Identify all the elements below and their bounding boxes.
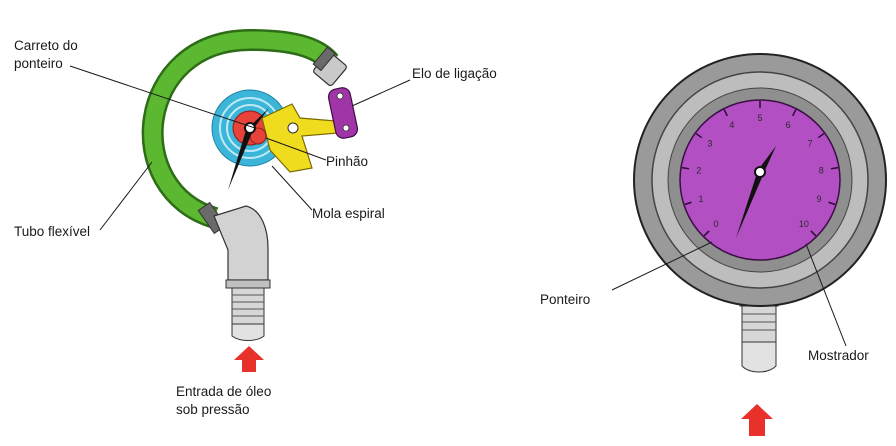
dial-tick — [792, 109, 797, 117]
leader-elo — [351, 79, 411, 107]
dial-tick — [681, 166, 690, 170]
label-tubo: Tubo flexível — [14, 224, 90, 239]
dial-tick — [828, 201, 836, 206]
dial-tick — [830, 166, 839, 170]
dial-number: 4 — [729, 120, 734, 130]
dial-number: 10 — [799, 219, 809, 229]
label-pinhao: Pinhão — [326, 154, 368, 169]
dial-number: 6 — [786, 120, 791, 130]
label-entrada-line2: sob pressão — [176, 402, 250, 417]
dial-tick — [723, 109, 728, 117]
toothed-sector — [261, 103, 351, 173]
dial-tick — [817, 132, 825, 139]
dial-number: 8 — [819, 165, 824, 175]
dial-ticks — [681, 101, 839, 237]
gauge-mechanism — [141, 28, 359, 372]
flexible-tube-fill — [144, 31, 337, 227]
leader-pinhao — [265, 137, 327, 161]
dial-tick — [684, 201, 692, 206]
dial-pointer-hub — [754, 166, 766, 178]
connecting-link — [327, 87, 359, 139]
dial-number: 7 — [808, 139, 813, 149]
leader-ponteiro — [611, 241, 713, 291]
dial-tick — [810, 230, 817, 237]
dial-number: 9 — [816, 194, 821, 204]
gauge-inlet-arrow — [741, 404, 773, 436]
dial-number: 0 — [714, 219, 719, 229]
dial-tick — [695, 132, 703, 139]
dial-number: 5 — [757, 113, 762, 123]
leader-carreto — [69, 65, 256, 129]
socket-connector — [197, 201, 271, 341]
label-mola: Mola espiral — [312, 206, 385, 221]
dial-tick — [703, 230, 710, 237]
label-carreto-line1: Carreto do — [14, 38, 78, 53]
sector-pivot — [287, 122, 299, 134]
dial-numbers: 0 1 2 3 4 5 6 7 8 9 10 — [696, 113, 823, 229]
dial-number: 2 — [696, 165, 701, 175]
leader-mostrador — [805, 243, 847, 347]
label-entrada-line1: Entrada de óleo — [176, 384, 271, 399]
label-mostrador: Mostrador — [808, 348, 869, 363]
leader-mola — [271, 165, 313, 211]
assembled-gauge: 0 1 2 3 4 5 6 7 8 9 10 — [633, 53, 887, 436]
inlet-arrow — [234, 346, 264, 372]
label-ponteiro: Ponteiro — [540, 292, 590, 307]
dial-number: 3 — [707, 139, 712, 149]
leader-tubo — [99, 161, 153, 231]
tube-end-cap — [312, 46, 347, 87]
dial-number: 1 — [699, 194, 704, 204]
label-carreto-line2: ponteiro — [14, 56, 63, 71]
label-elo: Elo de ligação — [412, 66, 497, 81]
